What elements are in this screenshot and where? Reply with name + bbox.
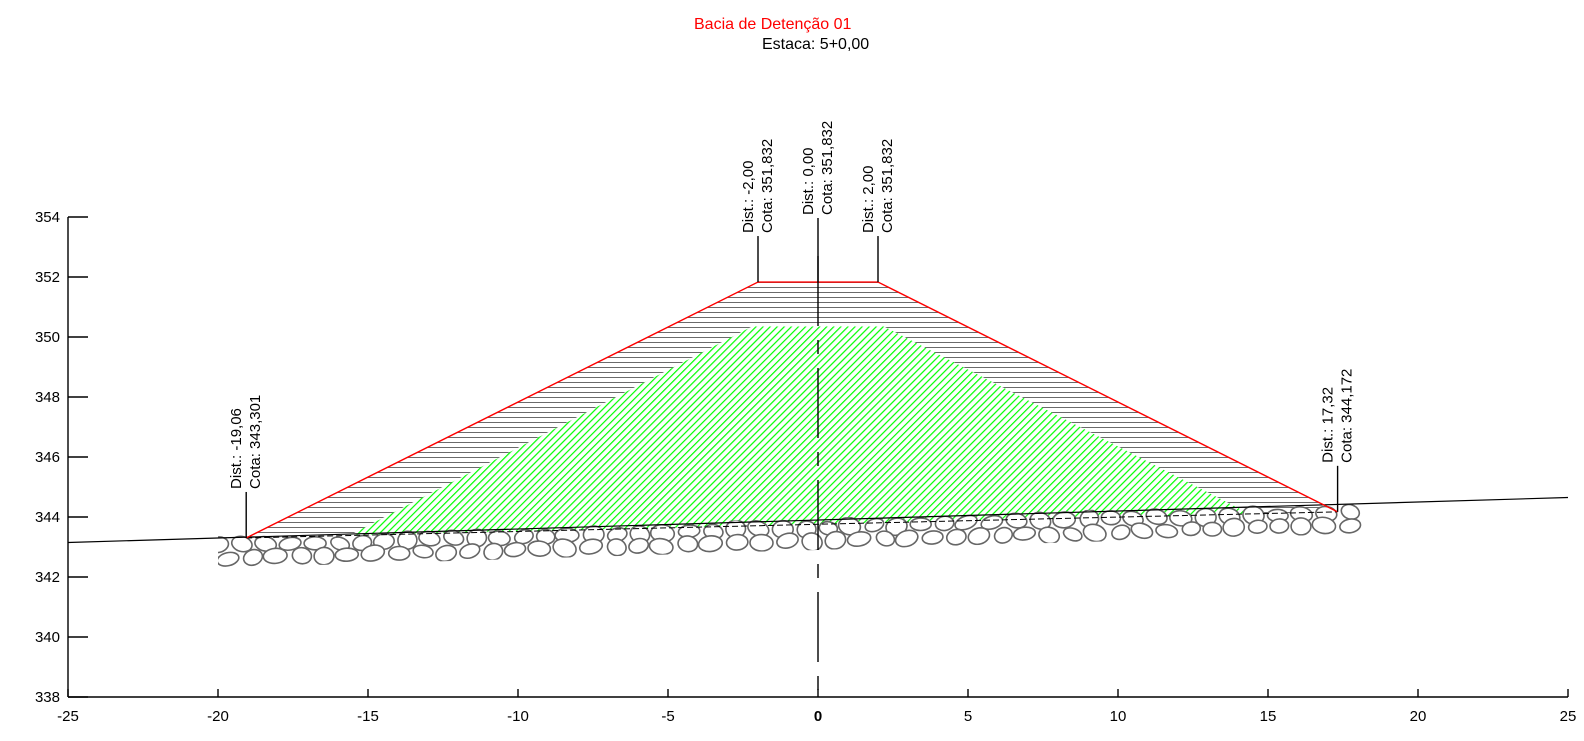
rock-stone [648, 537, 674, 556]
section-subtitle: Estaca: 5+0,00 [762, 36, 870, 53]
rock-stone [552, 538, 577, 559]
rock-stone [218, 551, 240, 567]
y-tick-label: 350 [35, 329, 60, 346]
rock-stone [218, 536, 230, 554]
y-tick-label: 338 [35, 689, 60, 706]
annotation-cota: Cota: 351,832 [819, 121, 836, 215]
axes-group: 354 352 350 348 346 344 342 340 338 -25 -20 -15 -10 -… [35, 209, 1576, 725]
rock-stone [503, 541, 527, 558]
y-tick-label: 348 [35, 389, 60, 406]
x-tick-label: 15 [1260, 708, 1277, 725]
rock-stone [749, 533, 774, 552]
rock-stone [397, 530, 418, 551]
y-tick-label: 342 [35, 569, 60, 586]
embankment-base-line [246, 511, 1338, 539]
y-tick-label: 354 [35, 209, 60, 226]
rock-stone [262, 547, 288, 565]
x-tick-label: -20 [207, 708, 229, 725]
rock-stone [1181, 521, 1202, 537]
rock-stone [334, 547, 360, 563]
rock-stone [824, 530, 847, 550]
rock-stone [435, 544, 458, 563]
rock-stone [864, 517, 885, 533]
rock-stone [837, 516, 862, 536]
x-tick-label: -25 [57, 708, 79, 725]
x-tick-label: -15 [357, 708, 379, 725]
rock-stone [921, 530, 944, 545]
rock-stone [1222, 517, 1246, 537]
rock-stone [278, 536, 302, 552]
rock-stone [677, 535, 699, 553]
rock-stone [412, 544, 434, 559]
rock-stone [578, 538, 604, 555]
rock-stone [459, 543, 481, 560]
x-tick-label: 20 [1410, 708, 1427, 725]
rock-stone [945, 528, 967, 546]
y-tick-label: 344 [35, 509, 60, 526]
rock-stone [776, 532, 799, 549]
rock-fill [218, 503, 1362, 567]
rock-stone [993, 526, 1014, 544]
rock-stone [875, 530, 896, 547]
x-tick-label: 25 [1560, 708, 1577, 725]
section-title: Bacia de Detenção 01 [694, 16, 852, 33]
rock-stone [1062, 527, 1083, 542]
rock-stone [909, 517, 932, 532]
rock-stone [1052, 511, 1077, 529]
rock-stone [387, 545, 411, 561]
embankment-fill-group [246, 282, 1338, 538]
annotation-dist: Dist.: 0,00 [800, 147, 817, 215]
rock-stone [291, 546, 313, 565]
annotation-cota: Cota: 351,832 [759, 139, 776, 233]
rock-stone [1340, 503, 1361, 521]
y-tick-label: 352 [35, 269, 60, 286]
rock-foundation-group [218, 503, 1362, 567]
rock-stone [1311, 516, 1337, 535]
annotation-cota: Cota: 343,301 [247, 395, 264, 489]
rock-stone [483, 542, 504, 561]
rock-stone [360, 544, 386, 562]
annotation-dist: Dist.: 2,00 [860, 166, 877, 234]
rock-stone [1012, 526, 1037, 541]
rock-stone [1269, 518, 1290, 534]
rock-stone [1169, 509, 1193, 527]
rock-stone [1038, 526, 1061, 545]
y-tick-label: 340 [35, 629, 60, 646]
y-tick-label: 346 [35, 449, 60, 466]
rock-stone [513, 528, 534, 545]
x-tick-label: 10 [1110, 708, 1127, 725]
annotation-cota: Cota: 351,832 [879, 139, 896, 233]
annotation-cota: Cota: 344,172 [1339, 369, 1356, 463]
rock-stone [527, 540, 552, 557]
rock-stone [1202, 521, 1223, 537]
x-tick-label: -10 [507, 708, 529, 725]
rock-stone [1290, 517, 1312, 536]
x-tick-label: 5 [964, 708, 972, 725]
rock-stone [725, 533, 749, 551]
rock-stone [313, 546, 335, 566]
rock-stone [846, 531, 872, 547]
rock-stone [697, 535, 724, 553]
x-tick-label: 0 [814, 708, 822, 725]
rock-stone [1155, 523, 1179, 539]
rock-stone [954, 514, 978, 531]
core-hatch [350, 326, 1250, 535]
rock-stone [606, 538, 627, 557]
rock-stone [1130, 522, 1154, 540]
rock-stone [1082, 523, 1107, 543]
rock-stone [330, 536, 351, 552]
rock-stone [894, 529, 919, 548]
rock-stone [1111, 524, 1131, 541]
annotation-dist: Dist.: 17,32 [1320, 387, 1337, 463]
rock-stone [628, 537, 650, 554]
rock-stone [1339, 518, 1362, 534]
rock-stone [242, 548, 264, 567]
rock-stone [967, 527, 991, 546]
rock-stone [1247, 519, 1268, 534]
x-tick-label: -5 [661, 708, 674, 725]
annotation-dist: Dist.: -2,00 [740, 161, 757, 234]
annotation-dist: Dist.: -19,06 [228, 408, 245, 489]
